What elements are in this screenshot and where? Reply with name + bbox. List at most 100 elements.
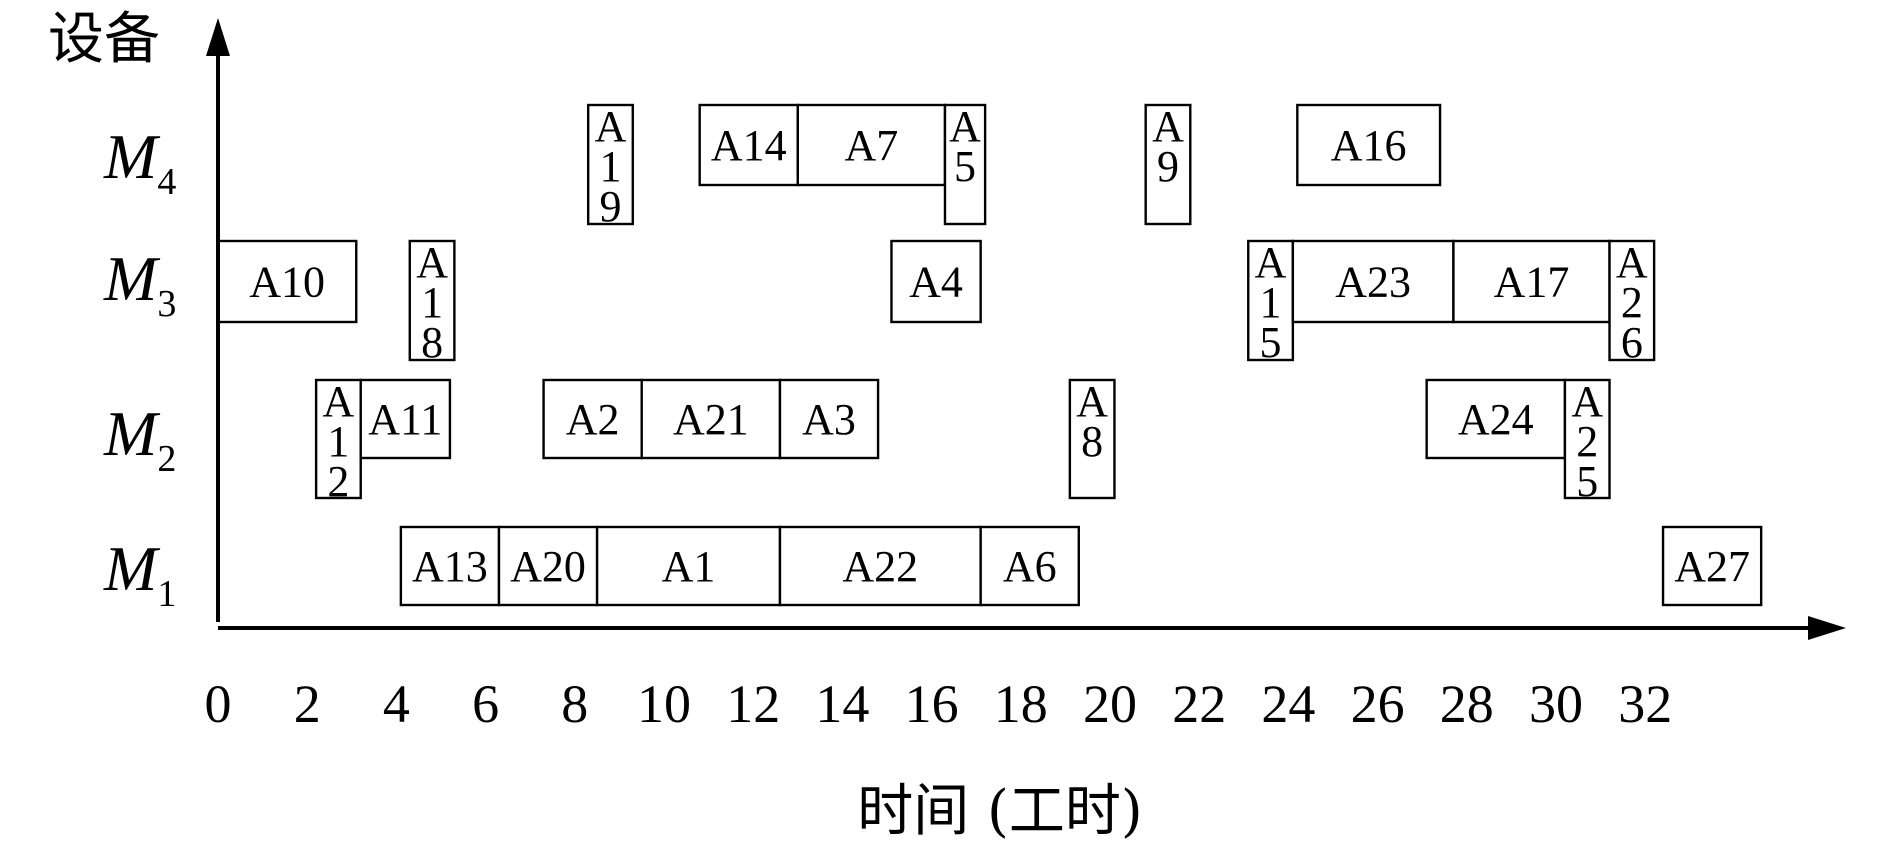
task-label: A16 <box>1331 121 1407 170</box>
x-axis-arrow <box>1808 616 1846 640</box>
task-bar-A16: A16 <box>1296 103 1442 187</box>
x-tick-label: 12 <box>726 674 780 734</box>
x-tick-label: 14 <box>815 674 869 734</box>
x-tick-label: 24 <box>1261 674 1315 734</box>
task-rect <box>640 378 782 460</box>
task-rect <box>1452 239 1611 324</box>
task-rect <box>796 103 947 187</box>
task-label-char: 2 <box>1576 417 1598 466</box>
task-rect <box>943 103 987 226</box>
task-label-char: 5 <box>1260 318 1282 367</box>
task-label: A6 <box>1003 542 1057 591</box>
task-rect <box>979 525 1080 607</box>
machine-subscript: 4 <box>157 161 176 203</box>
task-label-char: A <box>416 238 448 287</box>
x-tick-label: 28 <box>1440 674 1494 734</box>
task-label-char: 1 <box>327 417 349 466</box>
task-rect <box>1068 378 1116 500</box>
task-label-char: A <box>595 102 627 151</box>
task-label-char: A <box>1076 377 1108 426</box>
task-label-char: 1 <box>599 142 621 191</box>
task-bar-A2: A2 <box>542 378 643 460</box>
task-rect <box>1563 378 1611 500</box>
machine-label-1: M1 <box>103 533 176 615</box>
task-label: A17 <box>1494 258 1570 307</box>
task-label: A22 <box>842 542 918 591</box>
task-label-char: 6 <box>1621 318 1643 367</box>
task-bar-A11: A11 <box>359 378 452 460</box>
task-bar-A17: A17 <box>1452 239 1611 324</box>
task-bar-A14: A14 <box>698 103 799 187</box>
task-rect <box>399 525 501 607</box>
task-label-char: 9 <box>599 182 621 231</box>
task-label: A4 <box>909 258 963 307</box>
task-label: A11 <box>368 395 442 444</box>
machine-label-2: M2 <box>103 398 176 480</box>
task-rect <box>359 378 452 460</box>
task-label-char: 5 <box>1576 457 1598 506</box>
task-label-char: 8 <box>421 318 443 367</box>
task-rect <box>1608 239 1656 362</box>
machine-name: M <box>103 243 161 314</box>
task-bar-A23: A23 <box>1291 239 1455 324</box>
x-tick-label: 26 <box>1351 674 1405 734</box>
machine-name: M <box>103 533 161 604</box>
axes: 设备 时间 (工时) <box>48 7 1846 844</box>
x-tick-label: 2 <box>294 674 321 734</box>
x-tick-label: 32 <box>1618 674 1672 734</box>
task-label-char: 1 <box>421 278 443 327</box>
x-tick-label: 8 <box>561 674 588 734</box>
machine-label-3: M3 <box>103 243 176 325</box>
task-label: A10 <box>249 258 325 307</box>
machine-label-4: M4 <box>103 121 176 203</box>
task-rect <box>1291 239 1455 324</box>
x-tick-label: 4 <box>383 674 410 734</box>
task-label: A13 <box>412 542 488 591</box>
task-bar-A1: A1 <box>595 525 782 607</box>
task-label: A7 <box>844 121 898 170</box>
task-bar-A20: A20 <box>497 525 599 607</box>
task-label: A1 <box>662 542 716 591</box>
task-label: A23 <box>1335 258 1411 307</box>
x-tick-label: 6 <box>472 674 499 734</box>
task-bar-A10: A10 <box>216 239 358 324</box>
task-bar-A6: A6 <box>979 525 1080 607</box>
x-tick-label: 0 <box>205 674 232 734</box>
task-bar-A13: A13 <box>399 525 501 607</box>
task-label-char: A <box>1571 377 1603 426</box>
task-label-char: 8 <box>1081 417 1103 466</box>
task-label-char: A <box>323 377 355 426</box>
task-bar-A27: A27 <box>1661 525 1763 607</box>
task-rect <box>595 525 782 607</box>
machine-subscript: 3 <box>157 283 176 325</box>
task-rect <box>698 103 799 187</box>
x-tick-label: 10 <box>637 674 691 734</box>
x-tick-label: 22 <box>1172 674 1226 734</box>
task-label: A14 <box>711 121 787 170</box>
task-label: A20 <box>510 542 586 591</box>
task-label-char: A <box>949 102 981 151</box>
task-label: A3 <box>802 395 856 444</box>
task-bar-A22: A22 <box>778 525 982 607</box>
machine-name: M <box>103 121 161 192</box>
task-bar-A21: A21 <box>640 378 782 460</box>
task-label-char: 5 <box>954 142 976 191</box>
task-rect <box>497 525 599 607</box>
task-rect <box>1661 525 1763 607</box>
task-label-char: 2 <box>1621 278 1643 327</box>
